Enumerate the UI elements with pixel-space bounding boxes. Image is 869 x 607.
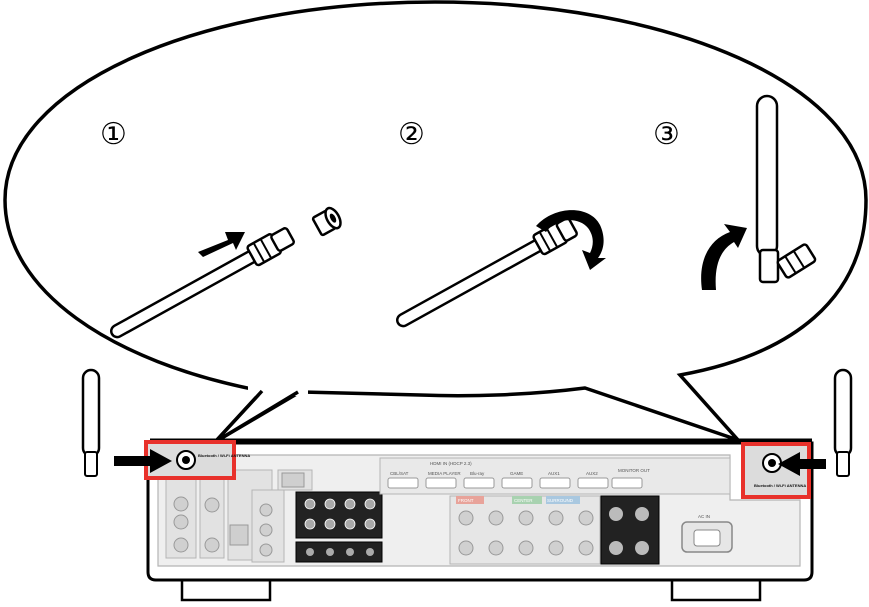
hdmi-in-label: HDMI IN (HDCP 2.3) [430,461,472,466]
step-3-number: ③ [653,117,680,152]
callout-bubble [3,0,868,444]
hdmi-input-2: MEDIA PLAYER [428,471,461,476]
speaker-center-label: CENTER [514,498,533,503]
speaker-surround-label: SURROUND [547,498,574,503]
hdmi-input-3: Blu-ray [470,471,485,476]
step-3-illustration [701,94,817,290]
hdmi-input-5: AUX1 [548,471,560,476]
receiver-rear-panel: HDMI IN (HDCP 2.3) CBL/SAT MEDIA PLAYER … [146,438,814,602]
right-standing-antenna [833,368,853,477]
tail-left-outline [213,389,299,444]
step-1-number: ① [100,117,127,152]
hdmi-input-4: GAME [510,471,523,476]
step-2-illustration [395,210,606,328]
hdmi-input-1: CBL/SAT [390,471,409,476]
step-2-number: ② [398,117,425,152]
speaker-front-label: FRONT [458,498,474,503]
left-port-label: Bluetooth / Wi-Fi ANTENNA [198,453,250,458]
right-pointer-arrow-icon [778,452,826,476]
step-1-illustration [109,206,342,339]
left-antenna-port: Bluetooth / Wi-Fi ANTENNA [144,440,250,480]
rotate-arrow-icon [536,210,606,270]
monitor-out-label: MONITOR OUT [618,468,650,473]
ac-in-label: AC IN [698,514,710,519]
hdmi-input-6: AUX2 [586,471,598,476]
left-pointer-arrow-icon [114,449,172,473]
left-standing-antenna [81,368,101,477]
push-arrow-icon [198,232,245,257]
right-port-label: Bluetooth / Wi-Fi ANTENNA [754,483,806,488]
raise-arrow-icon [701,224,747,290]
